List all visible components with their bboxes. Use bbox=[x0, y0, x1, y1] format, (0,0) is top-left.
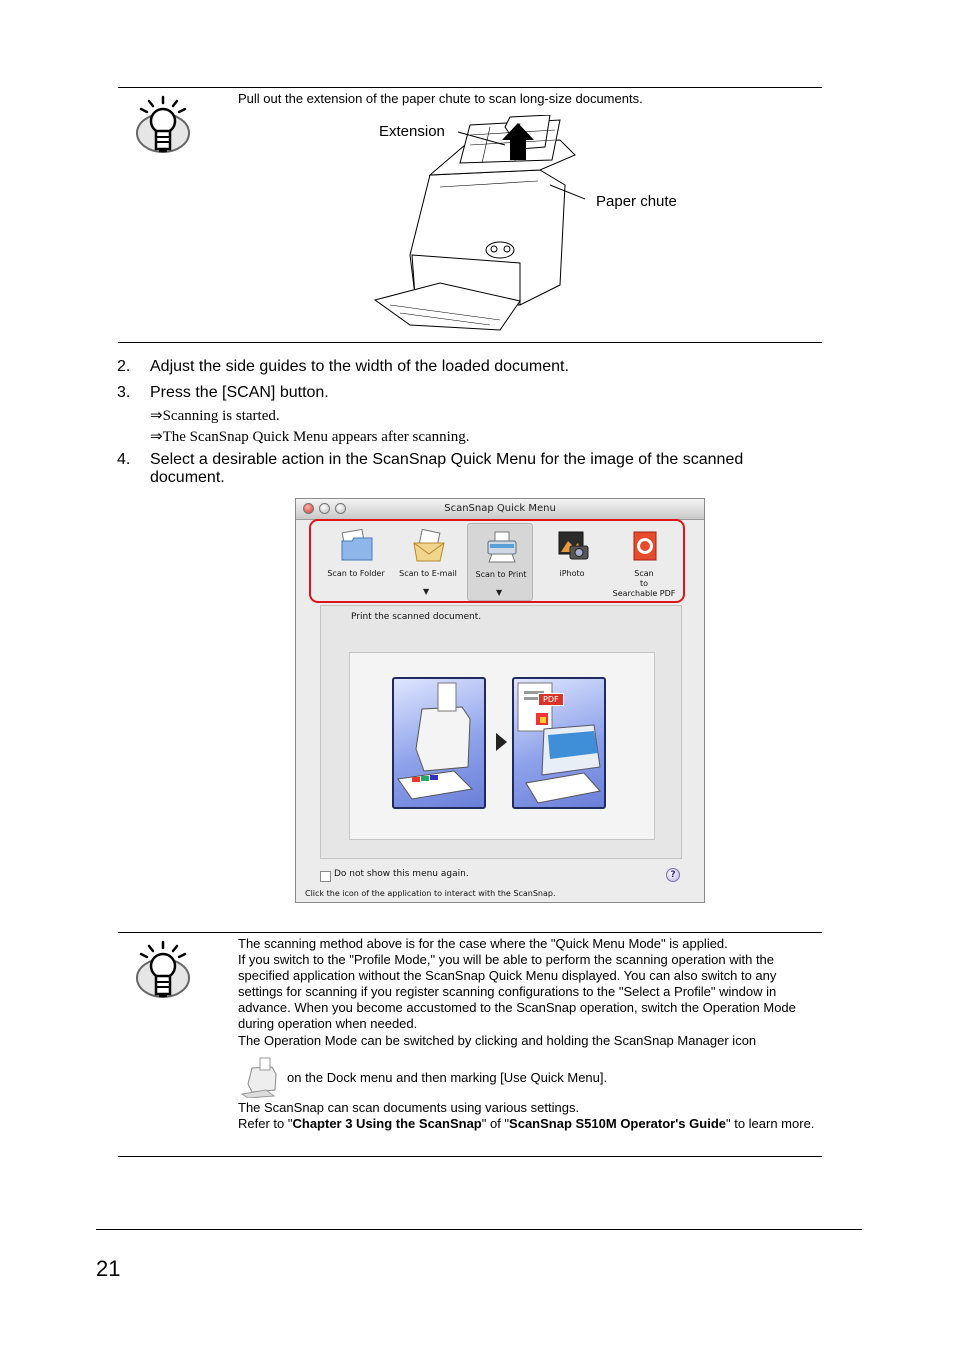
hint1-top-rule bbox=[118, 87, 822, 88]
printer-preview-image: PDF bbox=[512, 677, 606, 809]
printer-icon bbox=[487, 531, 517, 563]
close-button[interactable] bbox=[303, 503, 314, 514]
zoom-button[interactable] bbox=[335, 503, 346, 514]
step-text: Press the [SCAN] button. bbox=[150, 384, 329, 401]
scanner-preview-image bbox=[392, 677, 486, 809]
reference-chapter: Chapter 3 Using the ScanSnap bbox=[292, 1116, 482, 1131]
reference-suffix: " to learn more. bbox=[725, 1116, 815, 1131]
hint2-top-rule bbox=[118, 932, 822, 933]
minimize-button[interactable] bbox=[319, 503, 330, 514]
scan-to-email-button[interactable]: Scan to E-mail ▼ bbox=[395, 523, 461, 601]
tool-label: Scan to Print bbox=[475, 570, 527, 579]
dropdown-arrow-icon[interactable]: ▼ bbox=[423, 587, 430, 596]
hint1-text: Pull out the extension of the paper chut… bbox=[238, 91, 643, 106]
scanner-illustration bbox=[373, 115, 585, 331]
printer-icon bbox=[517, 682, 601, 804]
arrow-right-icon bbox=[496, 733, 507, 751]
dont-show-checkbox[interactable] bbox=[320, 871, 331, 882]
iphoto-button[interactable]: iPhoto bbox=[539, 523, 605, 601]
pdf-badge: PDF bbox=[538, 693, 564, 706]
step-number: 2. bbox=[117, 358, 131, 375]
preview-area: PDF bbox=[349, 652, 655, 840]
page-number: 21 bbox=[96, 1256, 121, 1281]
extension-label: Extension bbox=[379, 123, 445, 140]
email-icon bbox=[413, 529, 445, 562]
hint2-bottom-rule bbox=[118, 1156, 822, 1157]
paper-chute-label: Paper chute bbox=[596, 193, 677, 210]
tool-bar: Scan to Folder Scan to E-mail ▼ Scan to … bbox=[306, 523, 686, 601]
reference-prefix: Refer to " bbox=[238, 1116, 293, 1131]
quick-menu-window: ScanSnap Quick Menu Scan to Folder Scan … bbox=[295, 498, 705, 903]
scansnap-manager-icon bbox=[240, 1057, 277, 1098]
tool-label: Scan to Folder bbox=[327, 569, 385, 578]
hint2-reference-text: Refer to "Chapter 3 Using the ScanSnap" … bbox=[238, 1116, 818, 1132]
scanner-icon bbox=[397, 682, 474, 800]
description-panel: Print the scanned document. bbox=[320, 605, 682, 859]
step-number: 3. bbox=[117, 384, 131, 401]
dont-show-label: Do not show this menu again. bbox=[334, 869, 469, 879]
help-button[interactable]: ? bbox=[666, 868, 680, 882]
scan-to-print-button[interactable]: Scan to Print ▼ bbox=[467, 523, 533, 601]
scan-to-folder-button[interactable]: Scan to Folder bbox=[323, 523, 389, 601]
hint2-operation-mode-paragraph: The Operation Mode can be switched by cl… bbox=[238, 1033, 757, 1048]
hint-lightbulb-icon bbox=[136, 95, 190, 153]
searchable-pdf-icon bbox=[633, 531, 657, 561]
step-text: Select a desirable action in the ScanSna… bbox=[150, 451, 744, 486]
tool-label: Scan to Searchable PDF bbox=[612, 569, 676, 598]
hint-lightbulb-icon bbox=[136, 940, 190, 998]
tool-label: iPhoto bbox=[559, 569, 585, 578]
hint2-line1: The scanning method above is for the cas… bbox=[238, 936, 728, 951]
reference-guide: ScanSnap S510M Operator's Guide bbox=[509, 1116, 726, 1131]
dropdown-arrow-icon[interactable]: ▼ bbox=[496, 588, 503, 597]
step-number: 4. bbox=[117, 451, 131, 468]
step-result-line: ⇒Scanning is started. bbox=[150, 408, 280, 424]
step-result-line: ⇒The ScanSnap Quick Menu appears after s… bbox=[150, 429, 470, 445]
reference-mid: " of " bbox=[481, 1116, 510, 1131]
description-text: Print the scanned document. bbox=[351, 612, 482, 622]
tool-label: Scan to E-mail bbox=[399, 569, 457, 578]
iphoto-icon bbox=[558, 531, 589, 560]
hint2-settings-text: The ScanSnap can scan documents using va… bbox=[238, 1100, 580, 1115]
hint1-bottom-rule bbox=[118, 342, 822, 343]
window-title: ScanSnap Quick Menu bbox=[444, 503, 556, 514]
window-titlebar: ScanSnap Quick Menu bbox=[296, 499, 704, 520]
footer-rule bbox=[96, 1229, 862, 1230]
window-footer-text: Click the icon of the application to int… bbox=[305, 889, 556, 898]
folder-icon bbox=[341, 529, 373, 561]
scan-to-searchable-pdf-button[interactable]: Scan to Searchable PDF bbox=[611, 523, 677, 601]
hint2-dock-text: on the Dock menu and then marking [Use Q… bbox=[287, 1070, 608, 1085]
step-text: Adjust the side guides to the width of t… bbox=[150, 358, 569, 375]
hint2-profile-mode-paragraph: If you switch to the "Profile Mode," you… bbox=[238, 952, 796, 1031]
highlight-frame bbox=[309, 519, 685, 603]
